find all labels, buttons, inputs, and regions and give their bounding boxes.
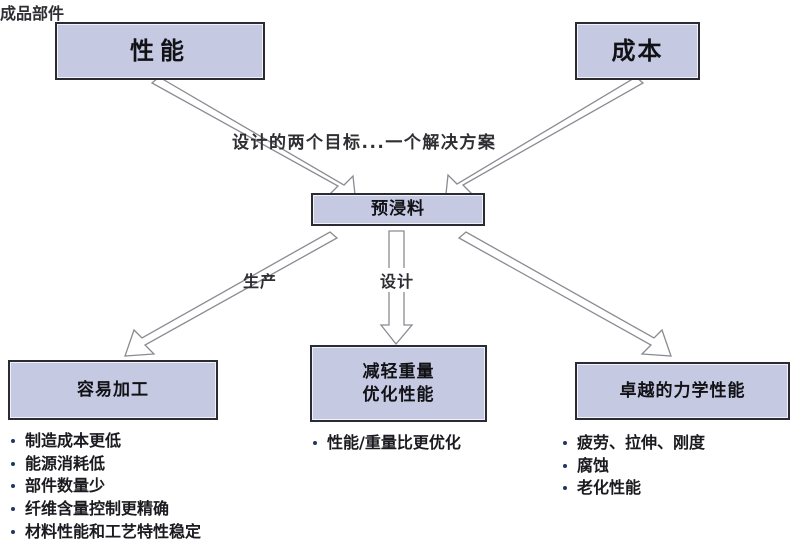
list-item-text: 纤维含量控制更精确	[25, 499, 170, 519]
arrow-cost-to-prepreg	[444, 76, 645, 204]
node-easy-process[interactable]: 容易加工	[8, 360, 218, 420]
node-prepreg[interactable]: 预浸料	[311, 193, 485, 226]
list-item: 老化性能	[560, 477, 705, 500]
node-cost[interactable]: 成本	[575, 22, 700, 80]
list-item-text: 材料性能和工艺特性稳定	[25, 521, 202, 541]
node-performance[interactable]: 性能	[55, 22, 265, 80]
list-item: 部件数量少	[8, 475, 201, 498]
list-item-text: 腐蚀	[577, 455, 610, 475]
list-item: 制造成本更低	[8, 430, 201, 453]
edge-label-design: 设计	[378, 268, 417, 292]
arrow-prepreg-to-mechanical-performance	[457, 231, 672, 357]
node-prepreg-label: 预浸料	[371, 199, 425, 220]
list-item-text: 能源消耗低	[25, 453, 106, 473]
list-item: 纤维含量控制更精确	[8, 498, 201, 521]
node-mechanical-performance-label: 卓越的力学性能	[619, 380, 746, 401]
bullet-list-weight-performance: 性能/重量比更优化	[310, 432, 461, 455]
list-item: 能源消耗低	[8, 453, 201, 476]
list-item: 性能/重量比更优化	[310, 432, 461, 455]
node-mechanical-performance[interactable]: 卓越的力学性能	[575, 362, 790, 420]
node-weight-performance-label-line1: 减轻重量	[362, 361, 435, 382]
node-performance-label: 性能	[130, 36, 190, 65]
node-cost-label: 成本	[611, 36, 664, 65]
list-item-text: 疲劳、拉伸、刚度	[577, 433, 706, 452]
arrow-performance-to-prepreg	[150, 76, 357, 205]
edge-label-two-goals-one-solution: 设计的两个目标...一个解决方案	[232, 133, 497, 153]
node-weight-performance-label-line2: 优化性能	[362, 384, 435, 405]
edge-label-production: 生产	[243, 272, 278, 291]
list-item-text: 老化性能	[577, 478, 642, 498]
list-item: 材料性能和工艺特性稳定	[8, 521, 201, 541]
node-weight-performance[interactable]: 减轻重量 优化性能	[310, 345, 487, 422]
list-item-text: 制造成本更低	[25, 431, 122, 450]
bullet-list-mechanical-performance: 疲劳、拉伸、刚度 腐蚀 老化性能	[560, 432, 705, 500]
list-item: 疲劳、拉伸、刚度	[560, 432, 705, 455]
list-item-text: 性能/重量比更优化	[327, 433, 461, 452]
list-item: 腐蚀	[560, 455, 705, 478]
bullet-list-easy-process: 制造成本更低 能源消耗低 部件数量少 纤维含量控制更精确 材料性能和工艺特性稳定	[8, 430, 201, 541]
edge-label-finished-part: 成品部件	[0, 4, 65, 23]
list-item-text: 部件数量少	[25, 476, 106, 496]
arrow-prepreg-to-easy-process	[124, 231, 339, 357]
node-easy-process-label: 容易加工	[77, 379, 149, 400]
